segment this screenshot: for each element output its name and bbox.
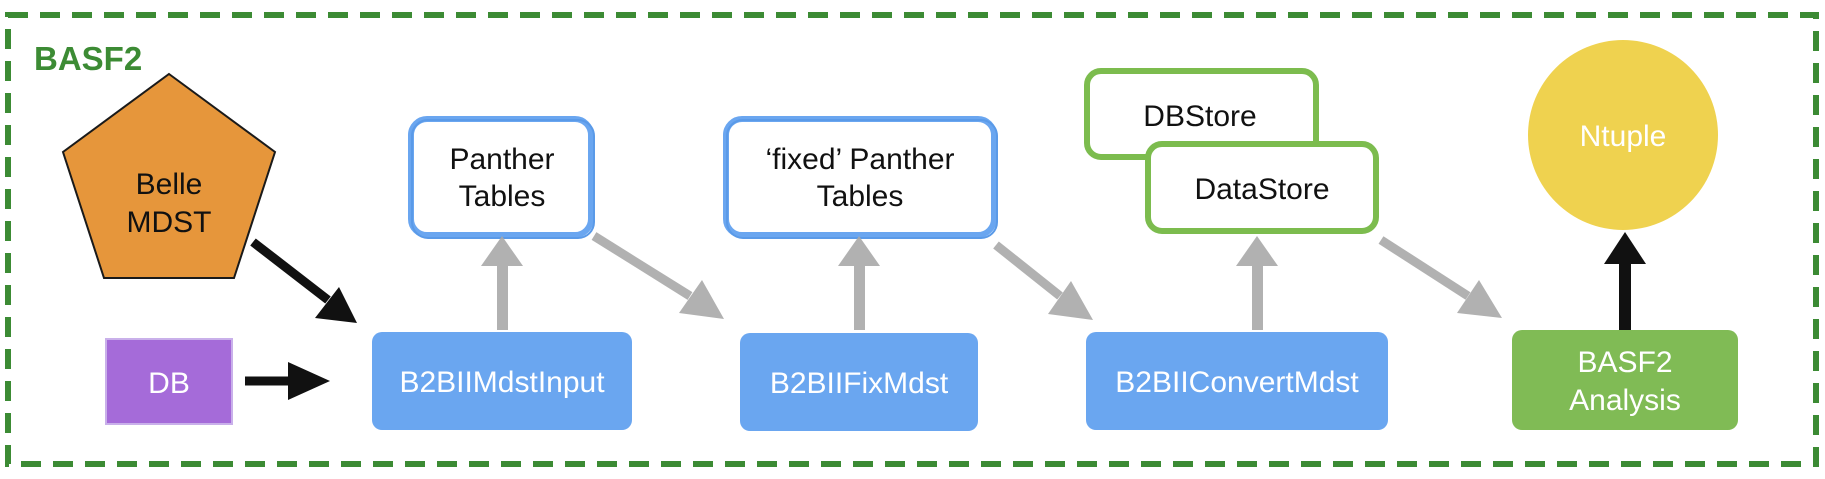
arrow-convert-to-datastore bbox=[1236, 236, 1278, 330]
fixed-panther-tables-label-2: Tables bbox=[817, 180, 904, 213]
dbstore-label: DBStore bbox=[1143, 100, 1256, 133]
arrow-input-to-panther bbox=[481, 236, 523, 330]
b2bii-mdst-input-node: B2BIIMdstInput bbox=[372, 332, 632, 430]
belle-mdst-node: Belle MDST bbox=[61, 72, 277, 279]
panther-tables-label-1: Panther bbox=[449, 143, 554, 176]
basf2-analysis-node: BASF2 Analysis bbox=[1512, 330, 1738, 430]
arrow-panther-to-fix bbox=[591, 232, 724, 319]
datastore-label: DataStore bbox=[1194, 173, 1329, 206]
b2bii-convert-mdst-node: B2BIIConvertMdst bbox=[1086, 332, 1388, 430]
frame-title: BASF2 bbox=[34, 40, 142, 77]
b2bii-fix-mdst-node: B2BIIFixMdst bbox=[740, 333, 978, 431]
panther-tables-label-2: Tables bbox=[459, 180, 546, 213]
b2bii-convert-mdst-label: B2BIIConvertMdst bbox=[1115, 366, 1359, 399]
arrow-analysis-to-ntuple bbox=[1604, 232, 1646, 330]
arrow-datastore-to-analysis bbox=[1378, 236, 1502, 318]
belle-mdst-label-2: MDST bbox=[127, 206, 212, 239]
arrow-fixed-panther-to-convert bbox=[993, 241, 1093, 320]
ntuple-node: Ntuple bbox=[1528, 40, 1718, 230]
ntuple-label: Ntuple bbox=[1580, 120, 1667, 153]
basf2-analysis-label-2: Analysis bbox=[1569, 384, 1681, 417]
arrow-fix-to-fixed-panther bbox=[838, 236, 880, 330]
arrow-db-to-input bbox=[245, 362, 330, 400]
b2bii-mdst-input-label: B2BIIMdstInput bbox=[399, 366, 605, 399]
panther-tables-node: Panther Tables bbox=[408, 116, 595, 239]
basf2-frame bbox=[5, 12, 1819, 467]
dbstore-node: DBStore bbox=[1084, 68, 1319, 160]
b2bii-fix-mdst-label: B2BIIFixMdst bbox=[770, 367, 949, 400]
belle-mdst-label-1: Belle bbox=[136, 168, 203, 201]
datastore-node: DataStore bbox=[1145, 141, 1379, 234]
db-label: DB bbox=[148, 367, 190, 400]
basf2-analysis-label-1: BASF2 bbox=[1577, 346, 1672, 379]
arrow-belle-to-input bbox=[250, 238, 357, 323]
fixed-panther-tables-node: ‘fixed’ Panther Tables bbox=[723, 116, 998, 239]
db-node: DB bbox=[105, 338, 233, 425]
fixed-panther-tables-label-1: ‘fixed’ Panther bbox=[766, 143, 955, 176]
